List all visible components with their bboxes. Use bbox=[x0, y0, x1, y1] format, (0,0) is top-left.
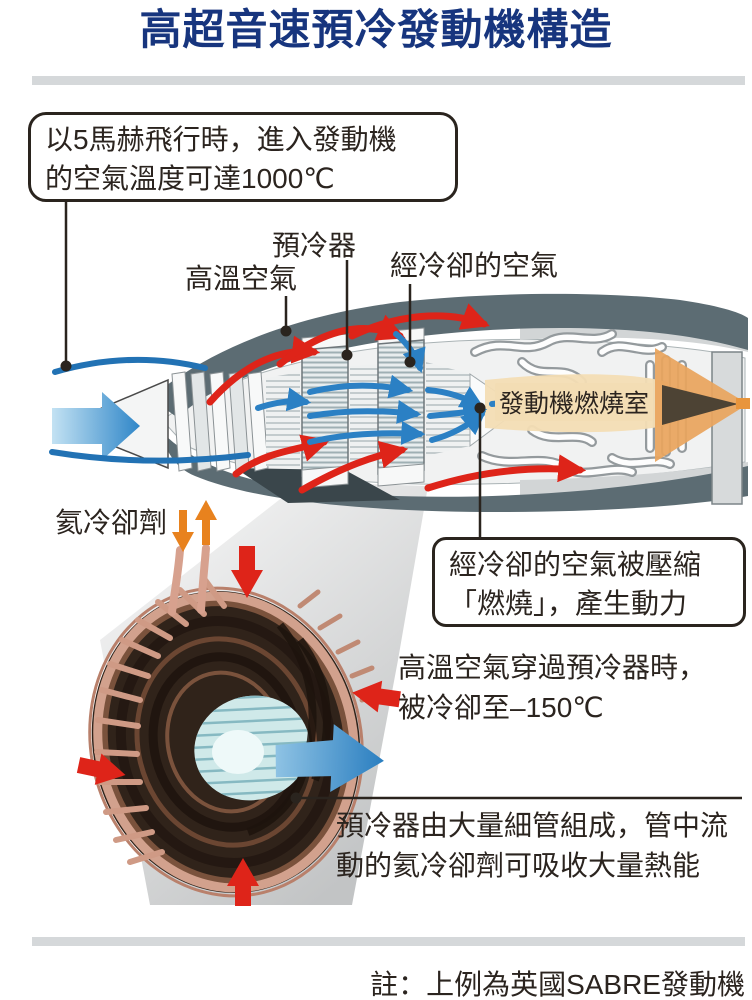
label-helium-coolant: 氦冷卻劑 bbox=[55, 507, 168, 538]
callout-mach5-line2: 的空氣溫度可達1000℃ bbox=[45, 162, 335, 194]
top-divider bbox=[32, 76, 745, 85]
label-precooler: 預冷器 bbox=[272, 230, 357, 261]
annotation-cooling-to-minus150: 高溫空氣穿過預冷器時， 被冷卻至–150℃ bbox=[398, 648, 706, 728]
callout-mach5-line1: 以5馬赫飛行時，進入發動機 bbox=[45, 124, 397, 155]
helium-flow-arrows bbox=[172, 500, 217, 552]
callout-compress-line1: 經冷卻的空氣被壓縮 bbox=[449, 549, 702, 580]
annotation-cooling-line1: 高溫空氣穿過預冷器時， bbox=[398, 652, 707, 683]
leader-lines bbox=[60, 200, 742, 804]
hot-air-arrows bbox=[206, 303, 587, 494]
cooled-air-arrows bbox=[49, 331, 538, 464]
annotation-tubes-line1: 預冷器由大量細管組成，管中流 bbox=[336, 810, 729, 841]
drum-rim-rungs bbox=[94, 577, 227, 865]
annotation-cooling-line2: 被冷卻至–150℃ bbox=[398, 691, 604, 723]
callout-compress-line2: 「燃燒」，產生動力 bbox=[449, 587, 688, 619]
callout-mach5-intake-temp: 以5馬赫飛行時，進入發動機 的空氣溫度可達1000℃ bbox=[28, 112, 458, 202]
engine-cutaway bbox=[49, 293, 750, 512]
bottom-divider bbox=[32, 937, 745, 946]
label-combustion-chamber: 發動機燃燒室 bbox=[495, 383, 654, 421]
drum-cooled-air-arrow bbox=[275, 724, 384, 793]
label-cooled-air: 經冷卻的空氣 bbox=[390, 250, 559, 281]
drum-hot-air-arrows bbox=[76, 546, 401, 906]
footer-note: 註：上例為英國SABRE發動機 bbox=[370, 969, 745, 1000]
exhaust-cone bbox=[655, 348, 750, 462]
helium-tubes bbox=[168, 544, 210, 616]
annotation-tubes-line2: 動的氦冷卻劑可吸收大量熱能 bbox=[336, 849, 701, 881]
precooler-drum bbox=[76, 500, 401, 906]
callout-compressed-combustion: 經冷卻的空氣被壓縮 「燃燒」，產生動力 bbox=[432, 537, 746, 627]
page-title: 高超音速預冷發動機構造 bbox=[139, 6, 613, 53]
compressor-slats bbox=[171, 371, 269, 472]
annotation-precooler-tubes: 預冷器由大量細管組成，管中流 動的氦冷卻劑可吸收大量熱能 bbox=[336, 806, 728, 886]
label-hot-air: 高溫空氣 bbox=[185, 263, 298, 294]
